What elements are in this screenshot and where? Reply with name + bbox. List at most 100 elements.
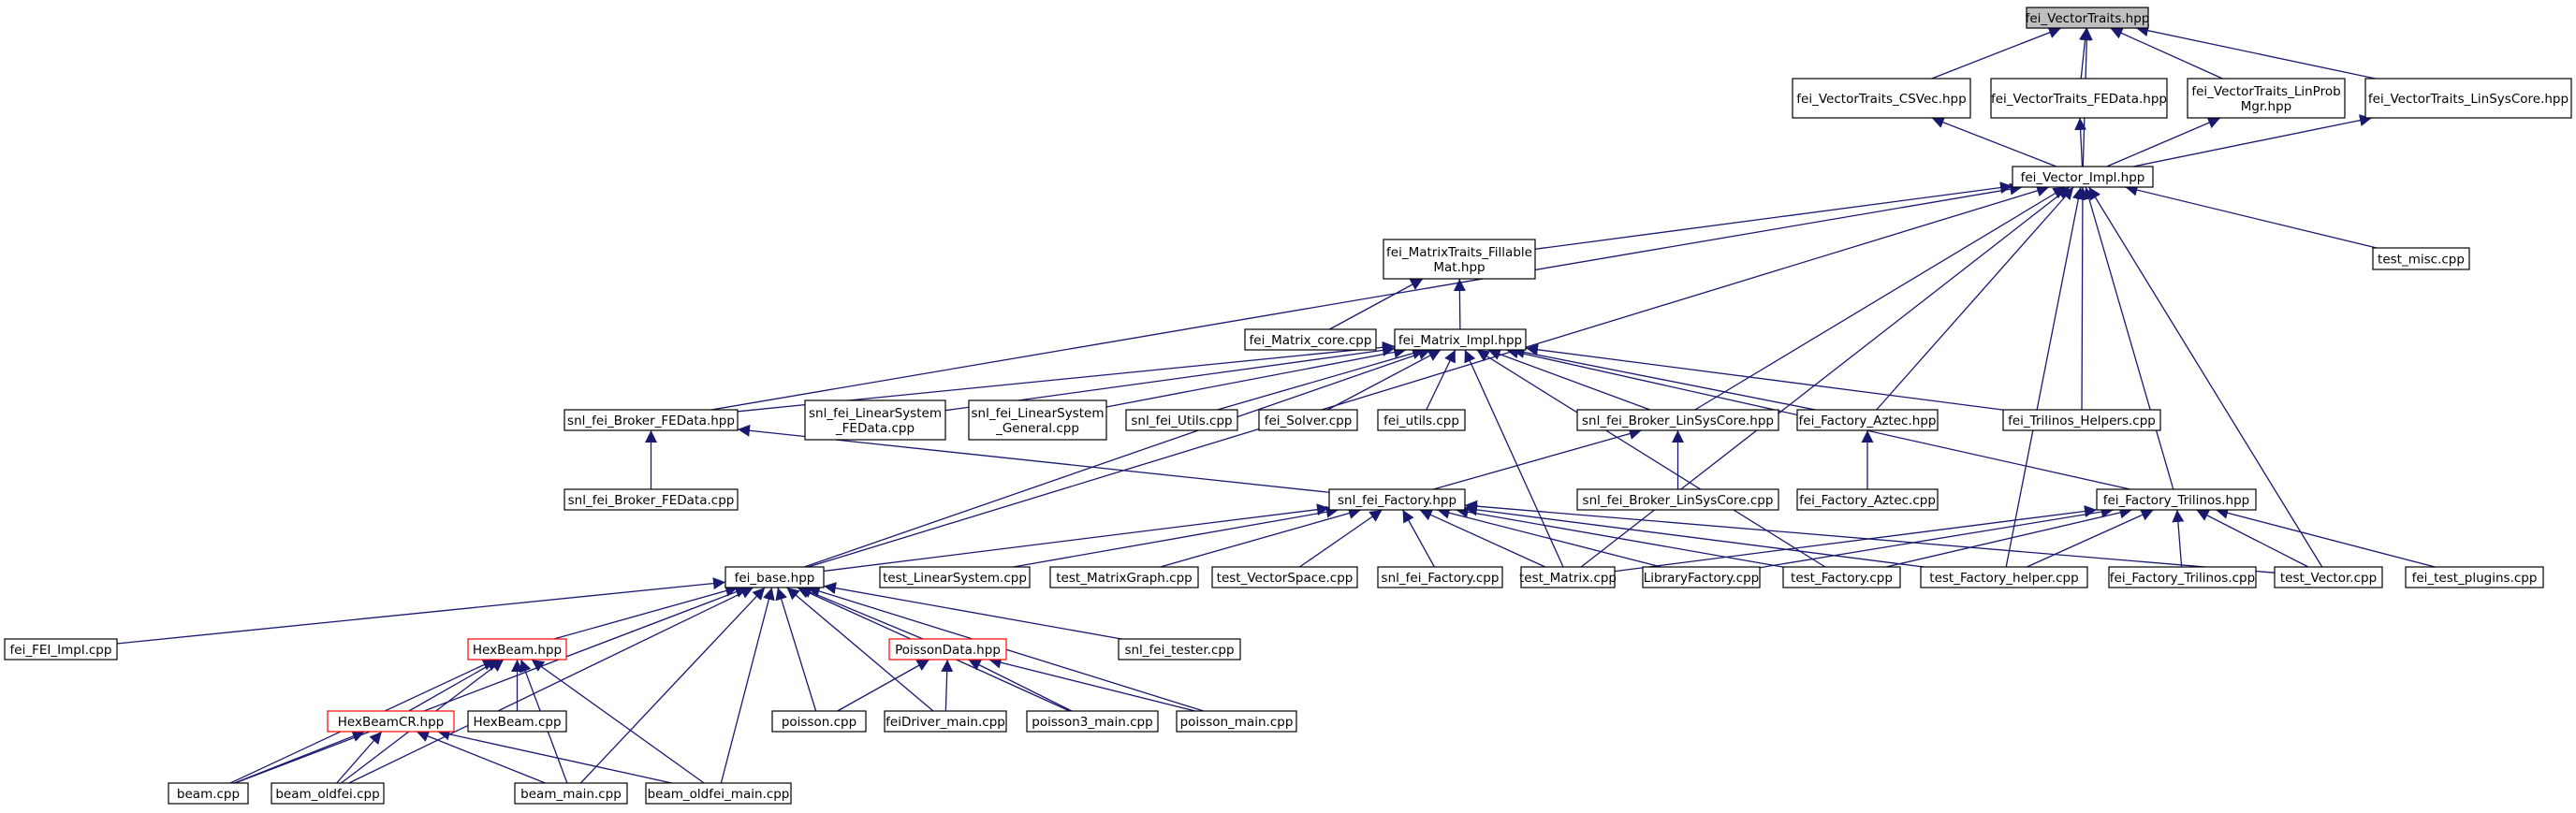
node-beam_oldfei_main[interactable]: beam_oldfei_main.cpp — [645, 782, 792, 805]
edge-feiDriver-to-fei_base — [786, 587, 934, 712]
node-label: test_MatrixGraph.cpp — [1056, 571, 1192, 586]
node-Broker_LSC_hpp[interactable]: snl_fei_Broker_LinSysCore.hpp — [1576, 409, 1779, 431]
node-snl_Factory_cpp[interactable]: snl_fei_Factory.cpp — [1377, 566, 1503, 588]
edge-Tril_cpp-to-Tril_hpp — [2172, 509, 2185, 568]
edge-test_misc-to-VectorImpl — [2125, 183, 2378, 249]
node-box — [1796, 409, 1939, 431]
node-Tril_hpp[interactable]: fei_Factory_Trilinos.hpp — [2096, 488, 2257, 511]
node-Broker_FEData_hpp[interactable]: snl_fei_Broker_FEData.hpp — [564, 409, 739, 431]
edge-VT_CSVec-to-VectorTraits — [1931, 26, 2062, 80]
node-box — [1258, 409, 1358, 431]
node-Aztec_cpp[interactable]: fei_Factory_Aztec.cpp — [1796, 488, 1939, 511]
node-HexBeam_cpp[interactable]: HexBeam.cpp — [467, 710, 567, 733]
node-box — [2274, 566, 2383, 588]
edge-test_Vector-to-Tril_hpp — [2196, 509, 2309, 568]
node-test_MG[interactable]: test_MatrixGraph.cpp — [1049, 566, 1199, 588]
node-label: test_Factory_helper.cpp — [1929, 571, 2078, 586]
edge-layer — [116, 24, 2436, 784]
node-box — [1792, 78, 1971, 119]
edge-fei_base-to-MatrixImpl — [804, 348, 1431, 568]
node-test_LS[interactable]: test_LinearSystem.cpp — [879, 566, 1031, 588]
node-box — [514, 782, 628, 805]
node-test_misc[interactable]: test_misc.cpp — [2372, 247, 2470, 270]
node-label: HexBeam.cpp — [473, 715, 561, 730]
node-box — [888, 638, 1007, 661]
node-box — [271, 782, 385, 805]
node-test_VS[interactable]: test_VectorSpace.cpp — [1211, 566, 1358, 588]
node-test_Vector[interactable]: test_Vector.cpp — [2274, 566, 2383, 588]
edge-HexBeamCR-to-HexBeam_hpp — [408, 659, 500, 712]
node-snl_Utils[interactable]: snl_fei_Utils.cpp — [1125, 409, 1238, 431]
node-VT_CSVec[interactable]: fei_VectorTraits_CSVec.hpp — [1792, 78, 1971, 119]
edge-LS_General-to-MatrixImpl — [1105, 346, 1407, 408]
node-HexBeamCR[interactable]: HexBeamCR.hpp — [327, 710, 455, 733]
edge-VectorImpl-to-VT_LinSys — [2132, 114, 2373, 167]
node-test_Matrix[interactable]: test_Matrix.cpp — [1519, 566, 1617, 588]
node-VectorImpl[interactable]: fei_Vector_Impl.hpp — [2012, 166, 2154, 188]
node-box — [1244, 328, 1377, 351]
node-box — [327, 710, 455, 733]
edge-beam_oldfei_main-to-fei_base — [720, 587, 775, 784]
edge-beam-to-HexBeamCR — [234, 730, 365, 784]
node-label: fei_Factory_Trilinos.hpp — [2103, 493, 2250, 508]
node-label: snl_fei_Broker_FEData.hpp — [567, 414, 735, 428]
node-Solver[interactable]: fei_Solver.cpp — [1258, 409, 1358, 431]
node-HexBeam_hpp[interactable]: HexBeam.hpp — [467, 638, 567, 661]
node-Broker_FEData_cpp[interactable]: snl_fei_Broker_FEData.cpp — [564, 488, 739, 511]
node-label: fei_utils.cpp — [1383, 414, 1459, 428]
node-LS_General[interactable]: snl_fei_LinearSystem_General.cpp — [968, 399, 1107, 441]
node-label: fei_MatrixTraits_Fillable — [1386, 245, 1532, 260]
edge-beam_oldfei_main-to-HexBeamCR — [437, 728, 672, 784]
edge-snl_Factory_hpp-to-Broker_LSC_hpp — [1433, 428, 1642, 490]
node-LibFactory[interactable]: LibraryFactory.cpp — [1642, 566, 1761, 588]
node-Aztec_hpp[interactable]: fei_Factory_Aztec.hpp — [1796, 409, 1939, 431]
node-label: fei_VectorTraits_CSVec.hpp — [1796, 92, 1966, 107]
edge-Broker_FEData_hpp-to-VectorImpl — [711, 182, 2023, 411]
node-VT_LinSys[interactable]: fei_VectorTraits_LinSysCore.hpp — [2364, 78, 2572, 119]
node-MatrixImpl[interactable]: fei_Matrix_Impl.hpp — [1394, 328, 1527, 351]
node-beam_oldfei[interactable]: beam_oldfei.cpp — [271, 782, 385, 805]
node-poisson_main[interactable]: poisson_main.cpp — [1176, 710, 1297, 733]
node-poisson3[interactable]: poisson3_main.cpp — [1026, 710, 1159, 733]
node-label: snl_fei_tester.cpp — [1124, 643, 1234, 658]
node-FEI_Impl[interactable]: fei_FEI_Impl.cpp — [4, 638, 118, 661]
node-Broker_LSC_cpp[interactable]: snl_fei_Broker_LinSysCore.cpp — [1576, 488, 1779, 511]
node-box — [771, 710, 867, 733]
node-beam[interactable]: beam.cpp — [168, 782, 249, 805]
node-test_Factory[interactable]: test_Factory.cpp — [1782, 566, 1901, 588]
node-test_plugins[interactable]: fei_test_plugins.cpp — [2405, 566, 2544, 588]
node-box — [1328, 488, 1466, 511]
node-box — [1394, 328, 1527, 351]
node-beam_main[interactable]: beam_main.cpp — [514, 782, 628, 805]
node-label: fei_Factory_Trilinos.cpp — [2110, 571, 2255, 586]
node-box — [564, 488, 739, 511]
node-Tril_cpp[interactable]: fei_Factory_Trilinos.cpp — [2108, 566, 2257, 588]
edge-HexBeam_hpp-to-fei_base — [553, 585, 739, 640]
node-test_Factory_helper[interactable]: test_Factory_helper.cpp — [1920, 566, 2088, 588]
node-VectorTraits[interactable]: fei_VectorTraits.hpp — [2026, 7, 2150, 29]
node-box — [1176, 710, 1297, 733]
node-VT_FEData[interactable]: fei_VectorTraits_FEData.hpp — [1990, 78, 2168, 119]
node-feiDriver[interactable]: feiDriver_main.cpp — [884, 710, 1007, 733]
node-box — [724, 566, 825, 588]
node-label: fei_Factory_Aztec.cpp — [1799, 493, 1936, 508]
node-Matrix_core[interactable]: fei_Matrix_core.cpp — [1244, 328, 1377, 351]
node-snl_Factory_hpp[interactable]: snl_fei_Factory.hpp — [1328, 488, 1466, 511]
node-label: snl_fei_Factory.hpp — [1338, 493, 1456, 508]
node-utils[interactable]: fei_utils.cpp — [1377, 409, 1466, 431]
node-box — [645, 782, 792, 805]
node-fei_base[interactable]: fei_base.hpp — [724, 566, 825, 588]
edge-VectorImpl-to-VT_FEData — [2074, 117, 2087, 167]
node-LS_FEData[interactable]: snl_fei_LinearSystem_FEData.cpp — [804, 399, 946, 441]
node-Tril_Helpers[interactable]: fei_Trilinos_Helpers.cpp — [2002, 409, 2161, 431]
node-snl_tester[interactable]: snl_fei_tester.cpp — [1118, 638, 1241, 661]
node-label: _General.cpp — [995, 421, 1079, 436]
edge-VectorImpl-to-VT_LinProb — [2106, 117, 2221, 167]
node-label: fei_VectorTraits_LinProb — [2191, 84, 2340, 99]
node-PoissonData[interactable]: PoissonData.hpp — [888, 638, 1007, 661]
node-box — [1796, 488, 1939, 511]
node-poisson[interactable]: poisson.cpp — [771, 710, 867, 733]
edge-Tril_Helpers-to-MatrixImpl — [1525, 343, 2004, 411]
